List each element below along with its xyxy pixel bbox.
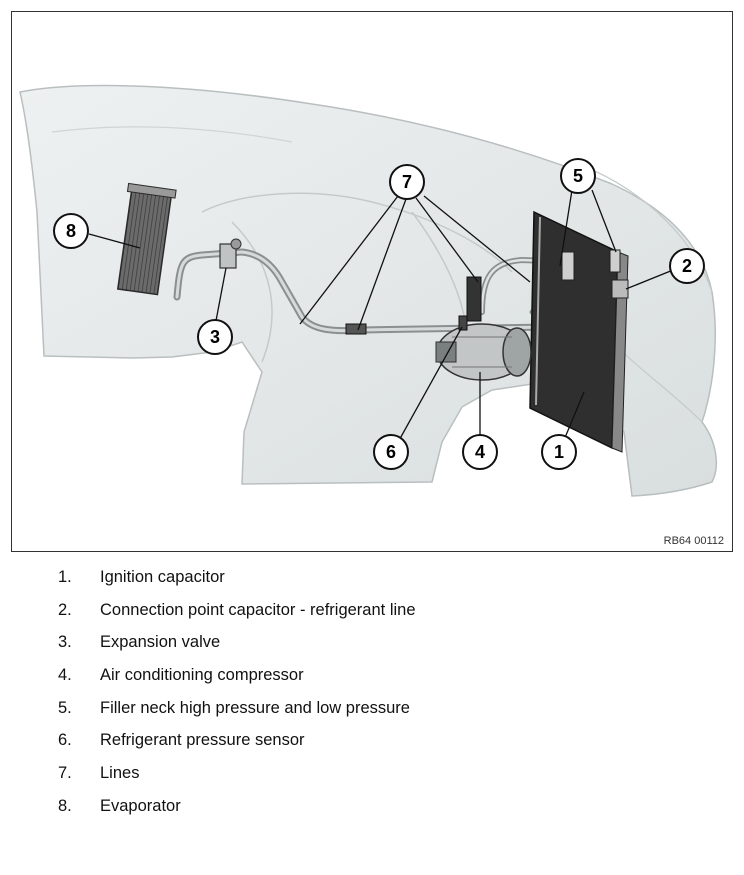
legend-item: 7. Lines — [58, 761, 438, 785]
condenser — [529, 210, 629, 453]
legend-item: 3. Expansion valve — [58, 630, 438, 654]
legend-text: Lines — [100, 764, 140, 783]
legend-text: Connection point capacitor - refrigerant… — [100, 600, 416, 619]
svg-text:7: 7 — [402, 172, 412, 192]
callout-1: 1 — [541, 434, 577, 470]
evaporator-core — [116, 182, 177, 296]
diagram-figure: 1 2 3 4 5 6 7 8 RB64 00112 — [11, 11, 733, 552]
legend-number: 8. — [58, 796, 72, 815]
callout-6: 6 — [373, 434, 409, 470]
legend-item: 5. Filler neck high pressure and low pres… — [58, 696, 438, 720]
svg-text:3: 3 — [210, 327, 220, 347]
legend-number: 6. — [58, 731, 72, 750]
legend-text: Expansion valve — [100, 633, 221, 652]
legend-item: 1. Ignition capacitor — [58, 565, 438, 589]
callout-5: 5 — [560, 158, 596, 194]
callout-3: 3 — [197, 319, 233, 355]
svg-text:5: 5 — [573, 166, 583, 186]
legend-text: Ignition capacitor — [100, 568, 225, 586]
callout-2: 2 — [669, 248, 705, 284]
expansion-valve — [219, 238, 242, 269]
svg-text:4: 4 — [475, 442, 485, 462]
legend-item: 6. Refrigerant pressure sensor — [58, 728, 438, 752]
ac-system-illustration: 1 2 3 4 5 6 7 8 — [19, 84, 718, 497]
legend-number: 7. — [58, 764, 72, 783]
callout-4: 4 — [462, 434, 498, 470]
legend-text: Refrigerant pressure sensor — [100, 731, 305, 750]
svg-text:1: 1 — [554, 442, 564, 462]
svg-text:8: 8 — [66, 221, 76, 241]
legend-text: Evaporator — [100, 796, 181, 815]
svg-text:2: 2 — [682, 256, 692, 276]
legend-text: Filler neck high pressure and low pressu… — [100, 698, 410, 717]
legend-item: 8. Evaporator — [58, 794, 438, 818]
ac-compressor — [435, 323, 532, 381]
legend-number: 2. — [58, 600, 72, 619]
svg-text:6: 6 — [386, 442, 396, 462]
figure-reference-code: RB64 00112 — [663, 535, 724, 547]
legend-number: 4. — [58, 666, 72, 685]
leader-lines — [88, 189, 679, 454]
pressure-sensor — [458, 315, 468, 331]
legend-number: 3. — [58, 633, 72, 652]
callout-8: 8 — [53, 213, 89, 249]
callouts: 1 2 3 4 5 6 7 8 — [53, 158, 705, 470]
legend-text: Air conditioning compressor — [100, 666, 304, 685]
legend-list: 1. Ignition capacitor 2. Connection point … — [58, 565, 438, 827]
legend-item: 4. Air conditioning compressor — [58, 663, 438, 687]
callout-7: 7 — [389, 164, 425, 200]
legend-item: 2. Connection point capacitor - refrigera… — [58, 598, 438, 622]
legend-number: 5. — [58, 698, 72, 717]
legend-number: 1. — [58, 568, 72, 586]
